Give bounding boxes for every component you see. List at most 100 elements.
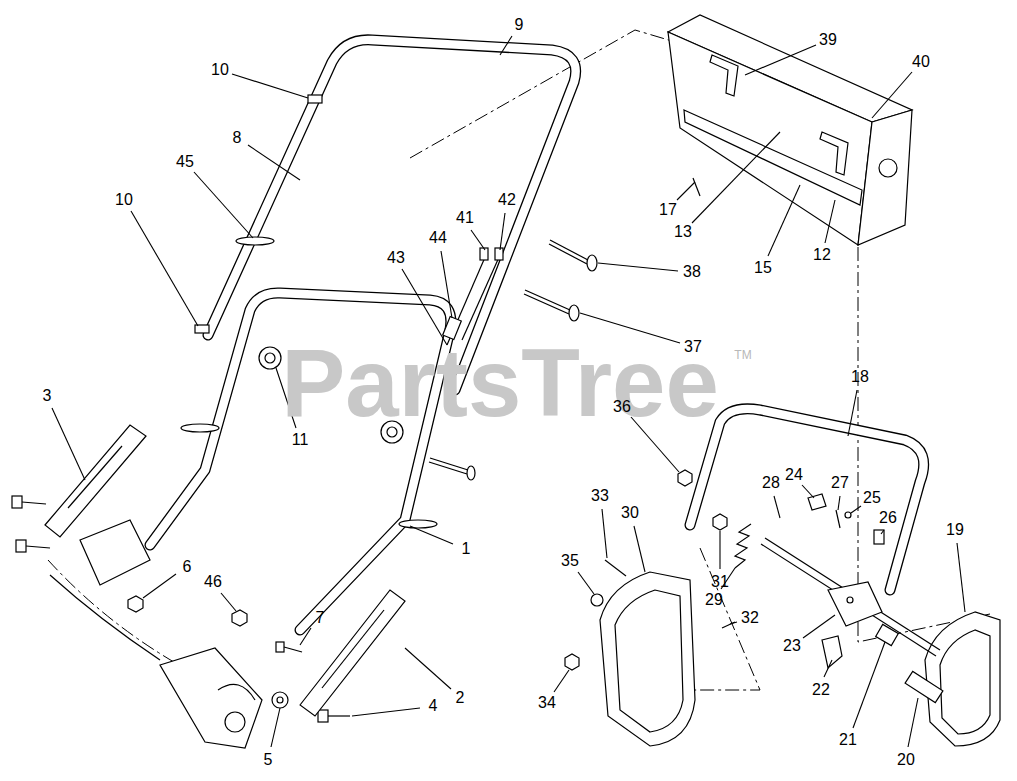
mower-deck xyxy=(50,520,262,748)
bail-mechanism xyxy=(765,538,940,650)
callout-number: 36 xyxy=(613,399,631,415)
height-bracket xyxy=(68,446,122,508)
leader-line xyxy=(402,269,447,345)
handle-clip xyxy=(181,424,219,432)
bail-mechanism xyxy=(822,636,842,668)
trademark: TM xyxy=(734,349,751,361)
bolt xyxy=(524,294,569,314)
leader-line xyxy=(52,36,965,747)
bolt xyxy=(16,540,26,552)
control-panel xyxy=(693,178,700,196)
control-panel xyxy=(710,55,738,96)
leader-line xyxy=(838,496,840,510)
nut xyxy=(272,692,288,708)
leader-line xyxy=(194,172,253,238)
bolt xyxy=(549,244,587,264)
bolt xyxy=(12,496,22,508)
callout-number: 23 xyxy=(783,638,801,654)
callout-number: 7 xyxy=(316,610,325,626)
bail-mechanism xyxy=(845,512,851,518)
control-bail xyxy=(690,409,924,590)
leader-line xyxy=(471,230,485,250)
bolt xyxy=(467,466,475,480)
mower-deck xyxy=(218,684,255,700)
callout-number: 40 xyxy=(912,54,930,70)
leader-line xyxy=(824,660,832,677)
leader-line xyxy=(410,526,453,544)
leader-line xyxy=(554,670,569,692)
handle-clip xyxy=(399,520,437,528)
leader-line xyxy=(730,622,737,624)
side-cover xyxy=(615,590,683,732)
callout-number: 1 xyxy=(462,541,471,557)
leader-line xyxy=(352,708,420,716)
handle-knob xyxy=(265,353,275,363)
leader-line xyxy=(232,74,308,98)
callout-number: 19 xyxy=(946,522,964,538)
bail-mechanism xyxy=(876,624,899,645)
callout-number: 9 xyxy=(515,17,524,33)
leader-line xyxy=(908,698,918,747)
leader-line xyxy=(803,615,835,638)
control-cable xyxy=(480,248,488,260)
control-panel xyxy=(879,159,897,177)
assembly-line xyxy=(48,30,990,700)
control-panel xyxy=(684,110,862,205)
bolt xyxy=(525,290,570,310)
callout-number: 32 xyxy=(741,610,759,626)
callout-number: 38 xyxy=(683,264,701,280)
control-panel xyxy=(820,132,848,175)
leader-line xyxy=(881,530,884,534)
leader-line xyxy=(851,506,861,513)
leader-line xyxy=(143,574,176,598)
bolt xyxy=(284,647,302,652)
callout-number: 22 xyxy=(812,682,830,698)
leader-line xyxy=(52,408,85,480)
bail-mechanism xyxy=(874,530,884,544)
callout-number: 13 xyxy=(674,224,692,240)
bail-mechanism xyxy=(605,560,626,576)
bolt xyxy=(587,255,597,271)
callout-number: 39 xyxy=(819,32,837,48)
callout-number: 41 xyxy=(456,210,474,226)
leader-line xyxy=(677,182,695,200)
leader-line xyxy=(300,628,311,645)
bail-mechanism xyxy=(735,524,751,568)
callout-number: 29 xyxy=(705,592,723,608)
callout-number: 17 xyxy=(659,202,677,218)
bail-mechanism xyxy=(565,470,943,703)
handle-knob xyxy=(259,347,281,369)
nut xyxy=(232,610,247,626)
callout-number: 28 xyxy=(762,475,780,491)
callout-number: 8 xyxy=(233,130,242,146)
height-bracket xyxy=(322,610,384,688)
bolt xyxy=(195,325,209,333)
callout-number: 26 xyxy=(879,510,897,526)
bolt xyxy=(308,95,322,103)
callout-number: 45 xyxy=(176,154,194,170)
leader-line xyxy=(221,593,236,611)
callout-number: 44 xyxy=(429,230,447,246)
bail-mechanism xyxy=(678,470,692,486)
bolt xyxy=(328,715,350,716)
mower-deck xyxy=(160,648,262,748)
leader-line xyxy=(500,36,512,55)
bolt xyxy=(429,462,467,474)
callout-number: 34 xyxy=(538,695,556,711)
bail-mechanism xyxy=(905,671,943,702)
nut xyxy=(128,596,143,612)
bail-mechanism xyxy=(836,510,840,528)
bail-mechanism xyxy=(565,654,579,670)
callout-number: 20 xyxy=(897,752,915,768)
leader-line xyxy=(131,211,198,326)
control-cable xyxy=(462,255,500,340)
callout-number: 33 xyxy=(591,488,609,504)
leader-line xyxy=(634,526,645,572)
height-bracket xyxy=(45,425,146,537)
control-panel xyxy=(668,15,912,245)
leader-line xyxy=(602,509,607,558)
leader-line xyxy=(598,263,678,271)
height-bracket xyxy=(300,590,405,716)
mower-deck xyxy=(80,520,150,585)
